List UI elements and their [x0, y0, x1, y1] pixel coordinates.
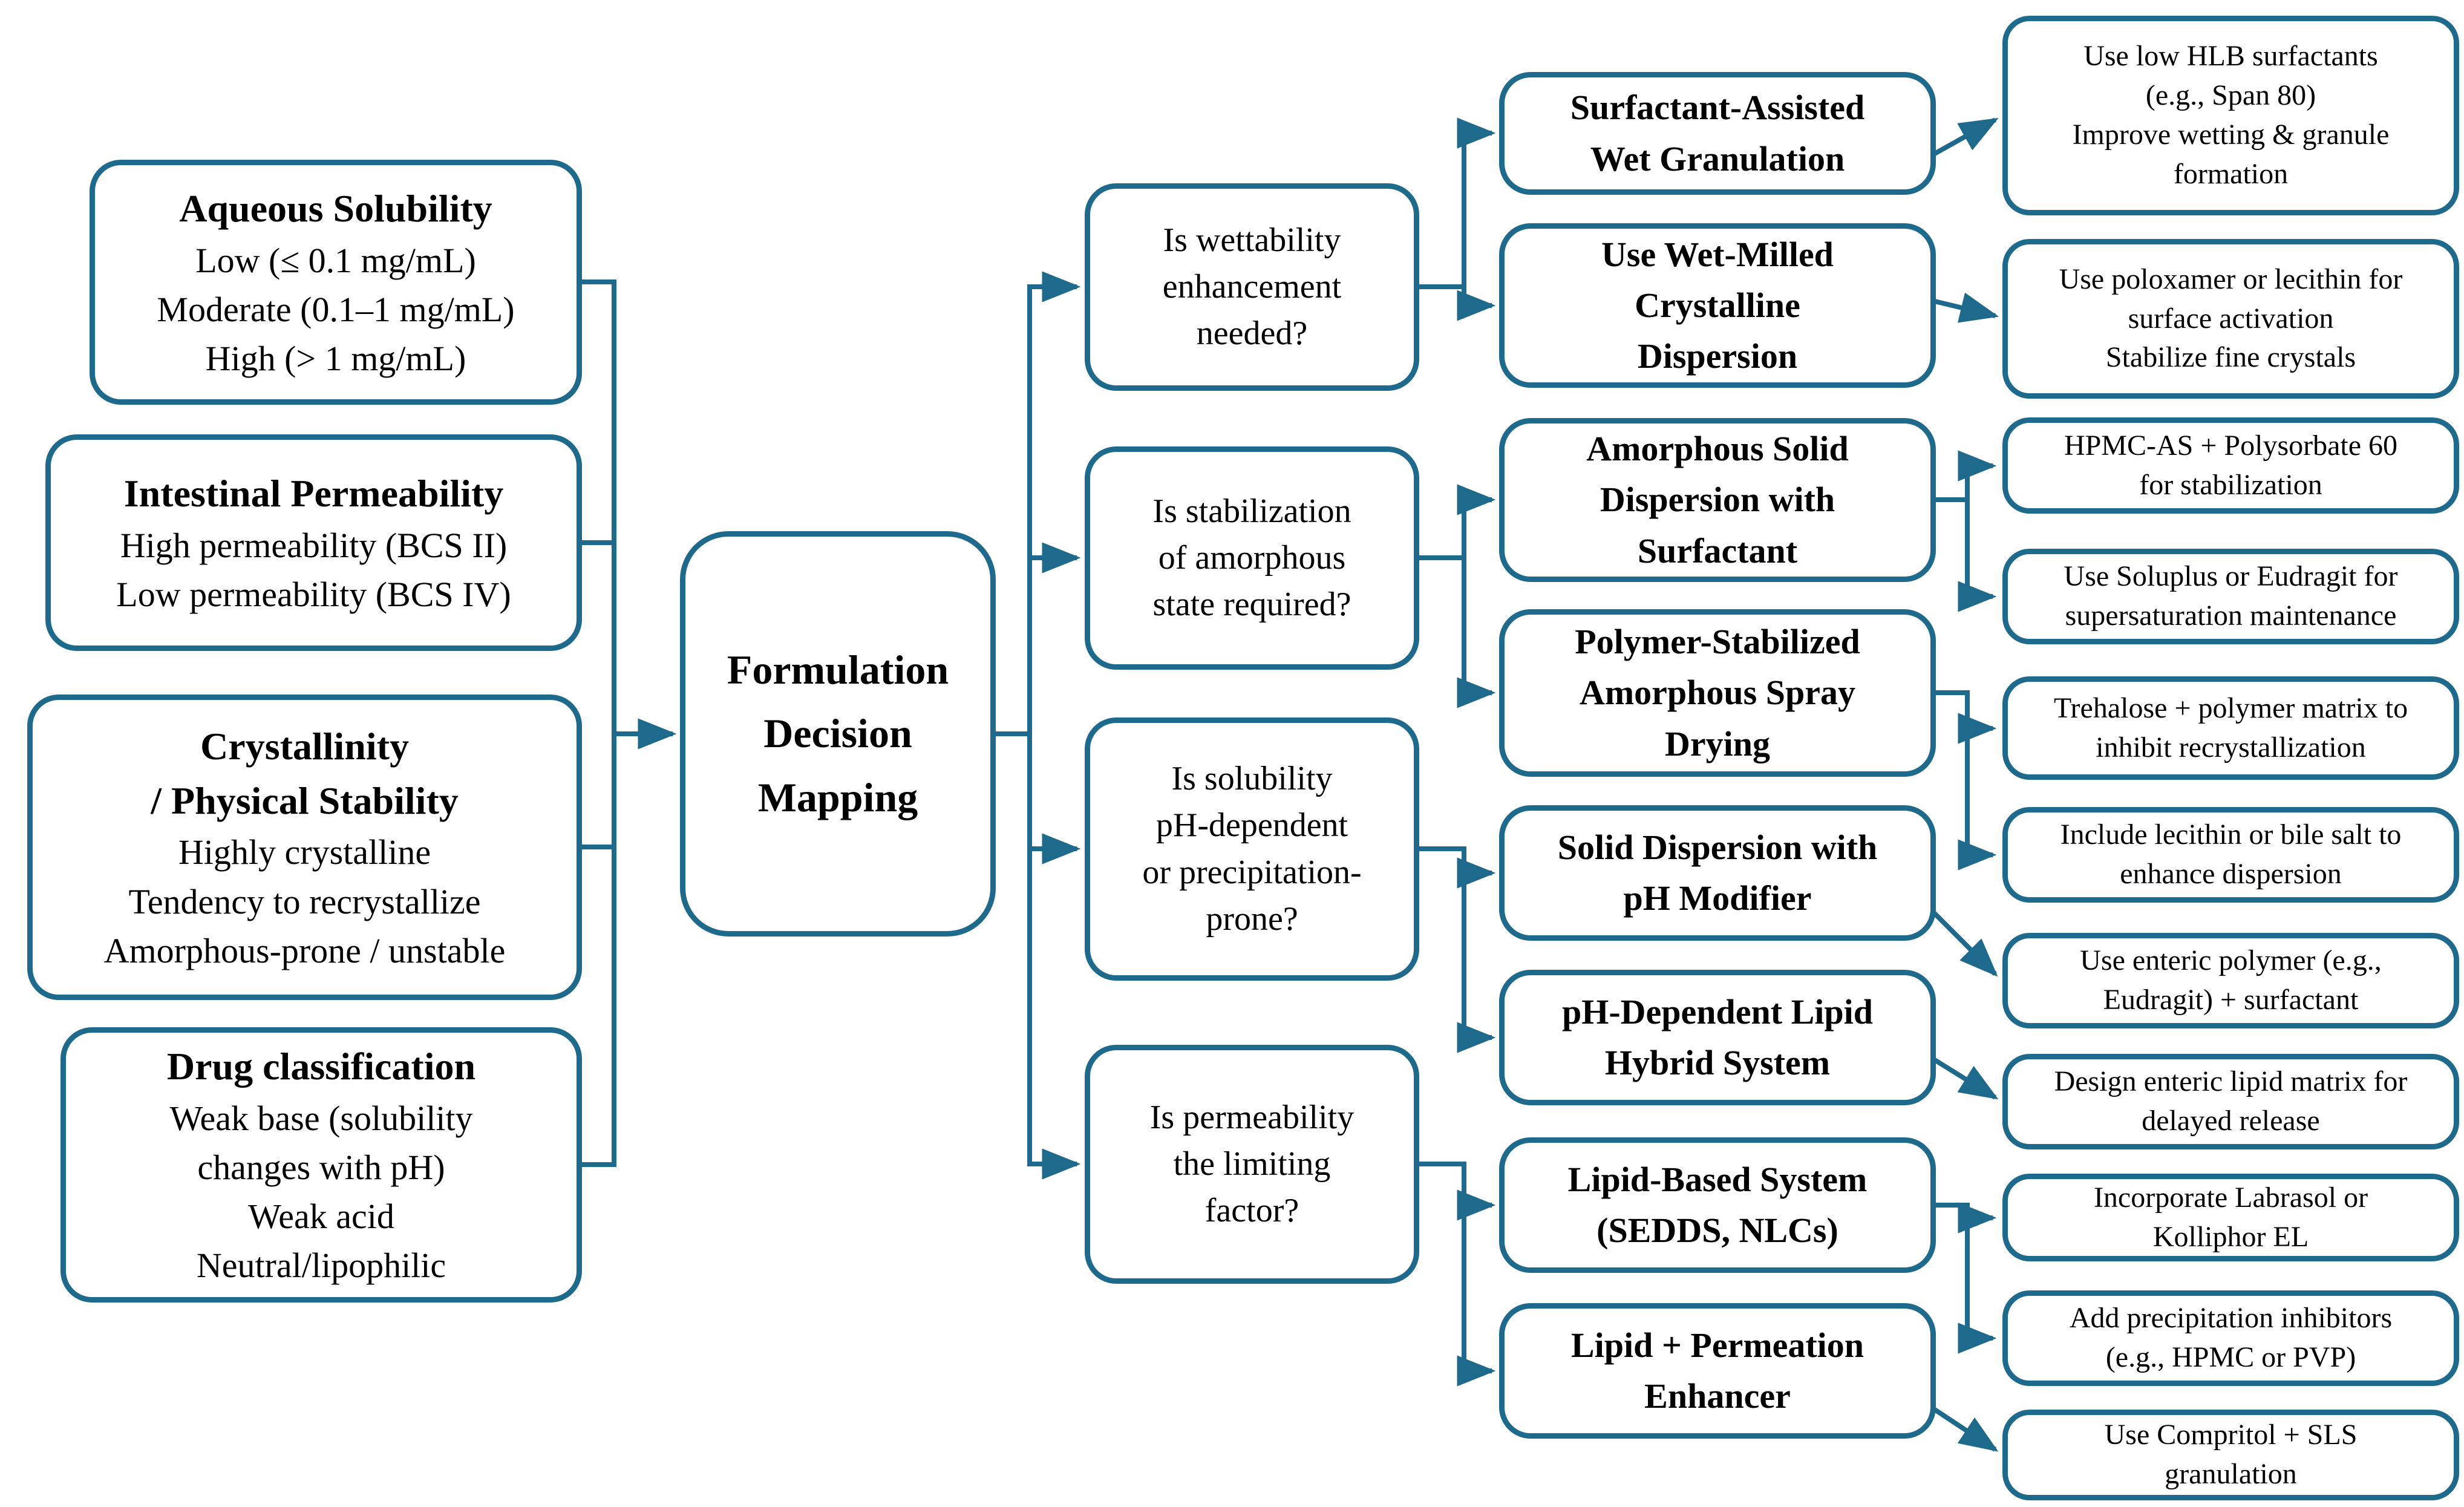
input-lines: Highly crystalline Tendency to recrystal… — [103, 832, 506, 970]
question-text: Is permeability the limiting factor? — [1149, 1098, 1355, 1230]
detail-text: Incorporate Labrasol or Kolliphor EL — [2093, 1181, 2368, 1253]
connector-q4-to-strategies — [1417, 1162, 1496, 1387]
detail-text: Trehalose + polymer matrix to inhibit re… — [2053, 691, 2408, 763]
detail-text: Use poloxamer or lecithin for surface ac… — [2059, 263, 2403, 374]
strategy-text: Solid Dispersion with pH Modifier — [1557, 827, 1878, 918]
detail-text: Design enteric lipid matrix for delayed … — [2054, 1065, 2408, 1137]
question-text: Is stabilization of amorphous state requ… — [1152, 492, 1351, 624]
detail-box-trehalose-polymer-matrix: Trehalose + polymer matrix to inhibit re… — [2002, 676, 2459, 780]
strategy-text: Surfactant-Assisted Wet Granulation — [1570, 88, 1865, 178]
detail-box-hpmc-as-polysorbate: HPMC-AS + Polysorbate 60 for stabilizati… — [2002, 417, 2459, 514]
input-box-aqueous-solubility: Aqueous Solubility Low (≤ 0.1 mg/mL) Mod… — [90, 160, 582, 405]
question-box-ph-dependent: Is solubility pH-dependent or precipitat… — [1085, 718, 1419, 981]
strategy-text: Use Wet-Milled Crystalline Dispersion — [1601, 234, 1834, 376]
detail-text: Add precipitation inhibitors (e.g., HPMC… — [2069, 1302, 2393, 1373]
input-lines: Low (≤ 0.1 mg/mL) Moderate (0.1–1 mg/mL)… — [157, 240, 515, 378]
detail-box-compritol-sls-granulation: Use Compritol + SLS granulation — [2002, 1410, 2459, 1500]
detail-text: Use low HLB surfactants (e.g., Span 80) … — [2072, 40, 2390, 190]
question-text: Is wettability enhancement needed? — [1162, 221, 1342, 353]
strategy-text: Lipid + Permeation Enhancer — [1570, 1325, 1864, 1416]
strategy-box-solid-dispersion-ph-modifier: Solid Dispersion with pH Modifier — [1499, 805, 1936, 941]
input-lines: Weak base (solubility changes with pH) W… — [169, 1098, 473, 1286]
center-title: Formulation Decision Mapping — [727, 646, 949, 820]
detail-text: Include lecithin or bile salt to enhance… — [2060, 819, 2402, 890]
input-box-crystallinity-physical-stability: Crystallinity / Physical Stability Highl… — [27, 695, 582, 1000]
question-box-permeability-limiting: Is permeability the limiting factor? — [1085, 1045, 1419, 1284]
input-title: Drug classification — [166, 1045, 476, 1088]
strategy-box-ph-dependent-lipid-hybrid: pH-Dependent Lipid Hybrid System — [1499, 970, 1936, 1105]
input-title: Aqueous Solubility — [179, 186, 492, 230]
connector-s7-to-d9-d10 — [1933, 1202, 1997, 1354]
detail-box-precipitation-inhibitors: Add precipitation inhibitors (e.g., HPMC… — [2002, 1290, 2459, 1386]
strategy-box-wet-milled-crystalline-dispersion: Use Wet-Milled Crystalline Dispersion — [1499, 223, 1936, 388]
input-box-intestinal-permeability: Intestinal Permeability High permeabilit… — [45, 434, 582, 651]
question-box-amorphous-stabilization: Is stabilization of amorphous state requ… — [1085, 446, 1419, 670]
strategy-box-polymer-stabilized-spray-drying: Polymer-Stabilized Amorphous Spray Dryin… — [1499, 609, 1936, 777]
connector-s4-to-d5-d6 — [1933, 690, 1997, 871]
input-box-drug-classification: Drug classification Weak base (solubilit… — [60, 1027, 582, 1303]
strategy-box-surfactant-wet-granulation: Surfactant-Assisted Wet Granulation — [1499, 72, 1936, 195]
detail-box-enteric-polymer-surfactant: Use enteric polymer (e.g., Eudragit) + s… — [2002, 933, 2459, 1028]
connector-q2-to-strategies — [1417, 484, 1496, 708]
question-box-wettability: Is wettability enhancement needed? — [1085, 183, 1419, 391]
detail-box-lecithin-bile-salt: Include lecithin or bile salt to enhance… — [2002, 807, 2459, 903]
connector-q1-to-strategies — [1417, 117, 1496, 321]
detail-text: Use enteric polymer (e.g., Eudragit) + s… — [2080, 944, 2382, 1016]
detail-box-enteric-lipid-matrix: Design enteric lipid matrix for delayed … — [2002, 1054, 2459, 1149]
detail-text: Use Soluplus or Eudragit for supersatura… — [2064, 560, 2398, 632]
detail-box-labrasol-kolliphor: Incorporate Labrasol or Kolliphor EL — [2002, 1174, 2459, 1261]
center-box-formulation-decision-mapping: Formulation Decision Mapping — [680, 531, 996, 937]
detail-box-low-hlb-surfactants: Use low HLB surfactants (e.g., Span 80) … — [2002, 16, 2459, 215]
input-lines: High permeability (BCS II) Low permeabil… — [116, 525, 511, 614]
strategy-box-lipid-permeation-enhancer: Lipid + Permeation Enhancer — [1499, 1303, 1936, 1439]
strategy-text: Amorphous Solid Dispersion with Surfacta… — [1586, 429, 1849, 570]
input-title: Intestinal Permeability — [123, 472, 504, 515]
detail-box-poloxamer-lecithin: Use poloxamer or lecithin for surface ac… — [2002, 239, 2459, 399]
connector-s5-to-d7 — [1926, 904, 1998, 977]
strategy-text: Lipid-Based System (SEDDS, NLCs) — [1567, 1159, 1868, 1250]
detail-text: Use Compritol + SLS granulation — [2104, 1419, 2358, 1490]
connector-s3-to-d3-d4 — [1933, 450, 1997, 612]
connector-center-to-questions — [993, 271, 1081, 1180]
connector-s6-to-d8 — [1933, 1058, 1999, 1100]
detail-box-soluplus-eudragit: Use Soluplus or Eudragit for supersatura… — [2002, 549, 2459, 644]
strategy-text: pH-Dependent Lipid Hybrid System — [1561, 992, 1874, 1082]
question-text: Is solubility pH-dependent or precipitat… — [1142, 759, 1362, 938]
strategy-box-lipid-based-system: Lipid-Based System (SEDDS, NLCs) — [1499, 1137, 1936, 1273]
connector-inputs-to-center — [580, 279, 677, 1167]
strategy-box-amorphous-solid-dispersion-surfactant: Amorphous Solid Dispersion with Surfacta… — [1499, 418, 1936, 582]
connector-s2-to-d2 — [1934, 292, 1999, 323]
detail-text: HPMC-AS + Polysorbate 60 for stabilizati… — [2064, 429, 2398, 501]
connector-q3-to-strategies — [1417, 846, 1496, 1053]
connector-s1-to-d1 — [1933, 117, 1999, 156]
strategy-text: Polymer-Stabilized Amorphous Spray Dryin… — [1575, 622, 1860, 763]
input-title: Crystallinity / Physical Stability — [151, 725, 459, 822]
connector-s8-to-d11 — [1926, 1402, 1999, 1452]
